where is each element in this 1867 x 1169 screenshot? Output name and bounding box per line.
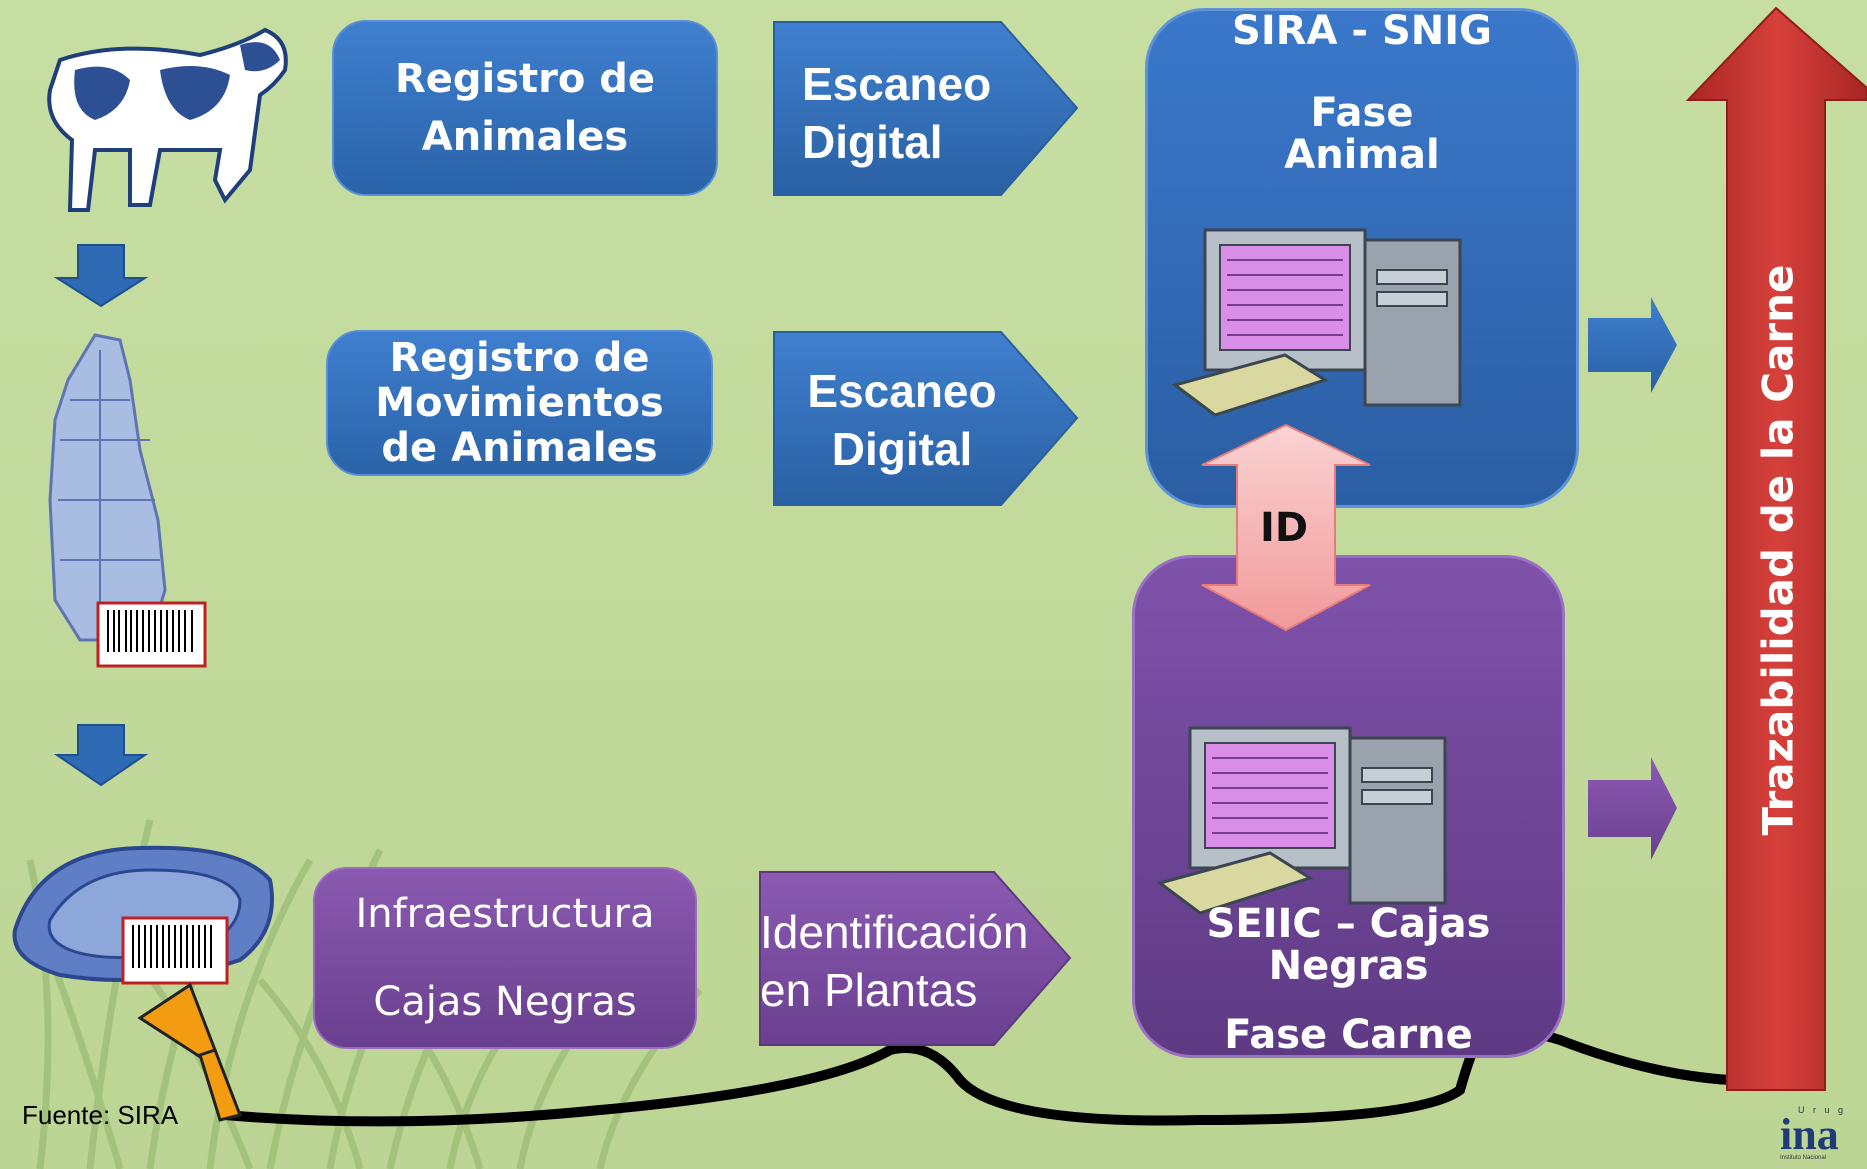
seiic-line1: SEIIC – Cajas (1206, 901, 1491, 947)
escaneo-1-text: Escaneo Digital (802, 55, 991, 171)
identificacion-line2: en Plantas (760, 964, 978, 1016)
right-arrow-icon (1588, 297, 1677, 393)
sira-fase-line2: Animal (1284, 132, 1440, 178)
registro-animales-line2: Animales (421, 114, 629, 160)
down-arrow-icon (53, 724, 149, 787)
escaneo-arrow-2 (773, 331, 1079, 506)
identificacion-line1: Identificación (760, 906, 1029, 958)
sira-fase: Fase Animal (1145, 92, 1579, 176)
sira-title: SIRA - SNIG (1232, 8, 1492, 54)
registro-animales-line1: Registro de (394, 56, 656, 102)
source-note: Fuente: SIRA (22, 1100, 179, 1130)
scanner-icon (137, 982, 243, 1122)
escaneo-1-line1: Escaneo (802, 58, 992, 110)
barcode-icon (96, 601, 207, 668)
ina-logo: U r u g ina Instituto Nacional (1780, 1105, 1867, 1169)
registro-movimientos-line3: de Animales (381, 424, 658, 471)
sira-snig-panel (1145, 8, 1579, 508)
seiic-fase-carne: Fase Carne (1224, 1012, 1473, 1058)
escaneo-2-text: Escaneo Digital (774, 362, 1030, 478)
seiic-text: SEIIC – Cajas Negras (1132, 903, 1565, 987)
identificacion-text: Identificación en Plantas (760, 903, 1029, 1019)
registro-movimientos-box: Registro de Movimientos de Animales (326, 330, 713, 476)
id-label: ID (1260, 505, 1309, 551)
sira-fase-line1: Fase (1310, 90, 1414, 136)
infraestructura-box: Infraestructura Cajas Negras (313, 867, 697, 1049)
logo-tagline: U r u g (1798, 1105, 1847, 1115)
logo-sub: Instituto Nacional (1780, 1155, 1827, 1161)
down-arrow-icon (53, 244, 149, 308)
right-arrow-icon (1588, 757, 1677, 860)
escaneo-arrow-1 (773, 21, 1079, 196)
trazabilidad-arrow (1685, 6, 1867, 1091)
barcode-icon (121, 916, 229, 985)
infraestructura-line2: Cajas Negras (373, 979, 637, 1025)
registro-movimientos-line1: Registro de (389, 334, 650, 381)
infraestructura-line1: Infraestructura (355, 891, 655, 937)
escaneo-1-line2: Digital (802, 116, 943, 168)
logo-text: ina (1780, 1110, 1839, 1159)
registro-animales-box: Registro de Animales (332, 20, 718, 196)
escaneo-2-line2: Digital (831, 423, 973, 475)
cow-icon (47, 27, 288, 212)
seiic-line2: Negras (1268, 943, 1429, 989)
registro-movimientos-line2: Movimientos (375, 379, 664, 426)
trazabilidad-label: Trazabilidad de la Carne (1753, 264, 1803, 836)
identificacion-arrow (759, 871, 1072, 1046)
escaneo-2-line1: Escaneo (807, 365, 997, 417)
